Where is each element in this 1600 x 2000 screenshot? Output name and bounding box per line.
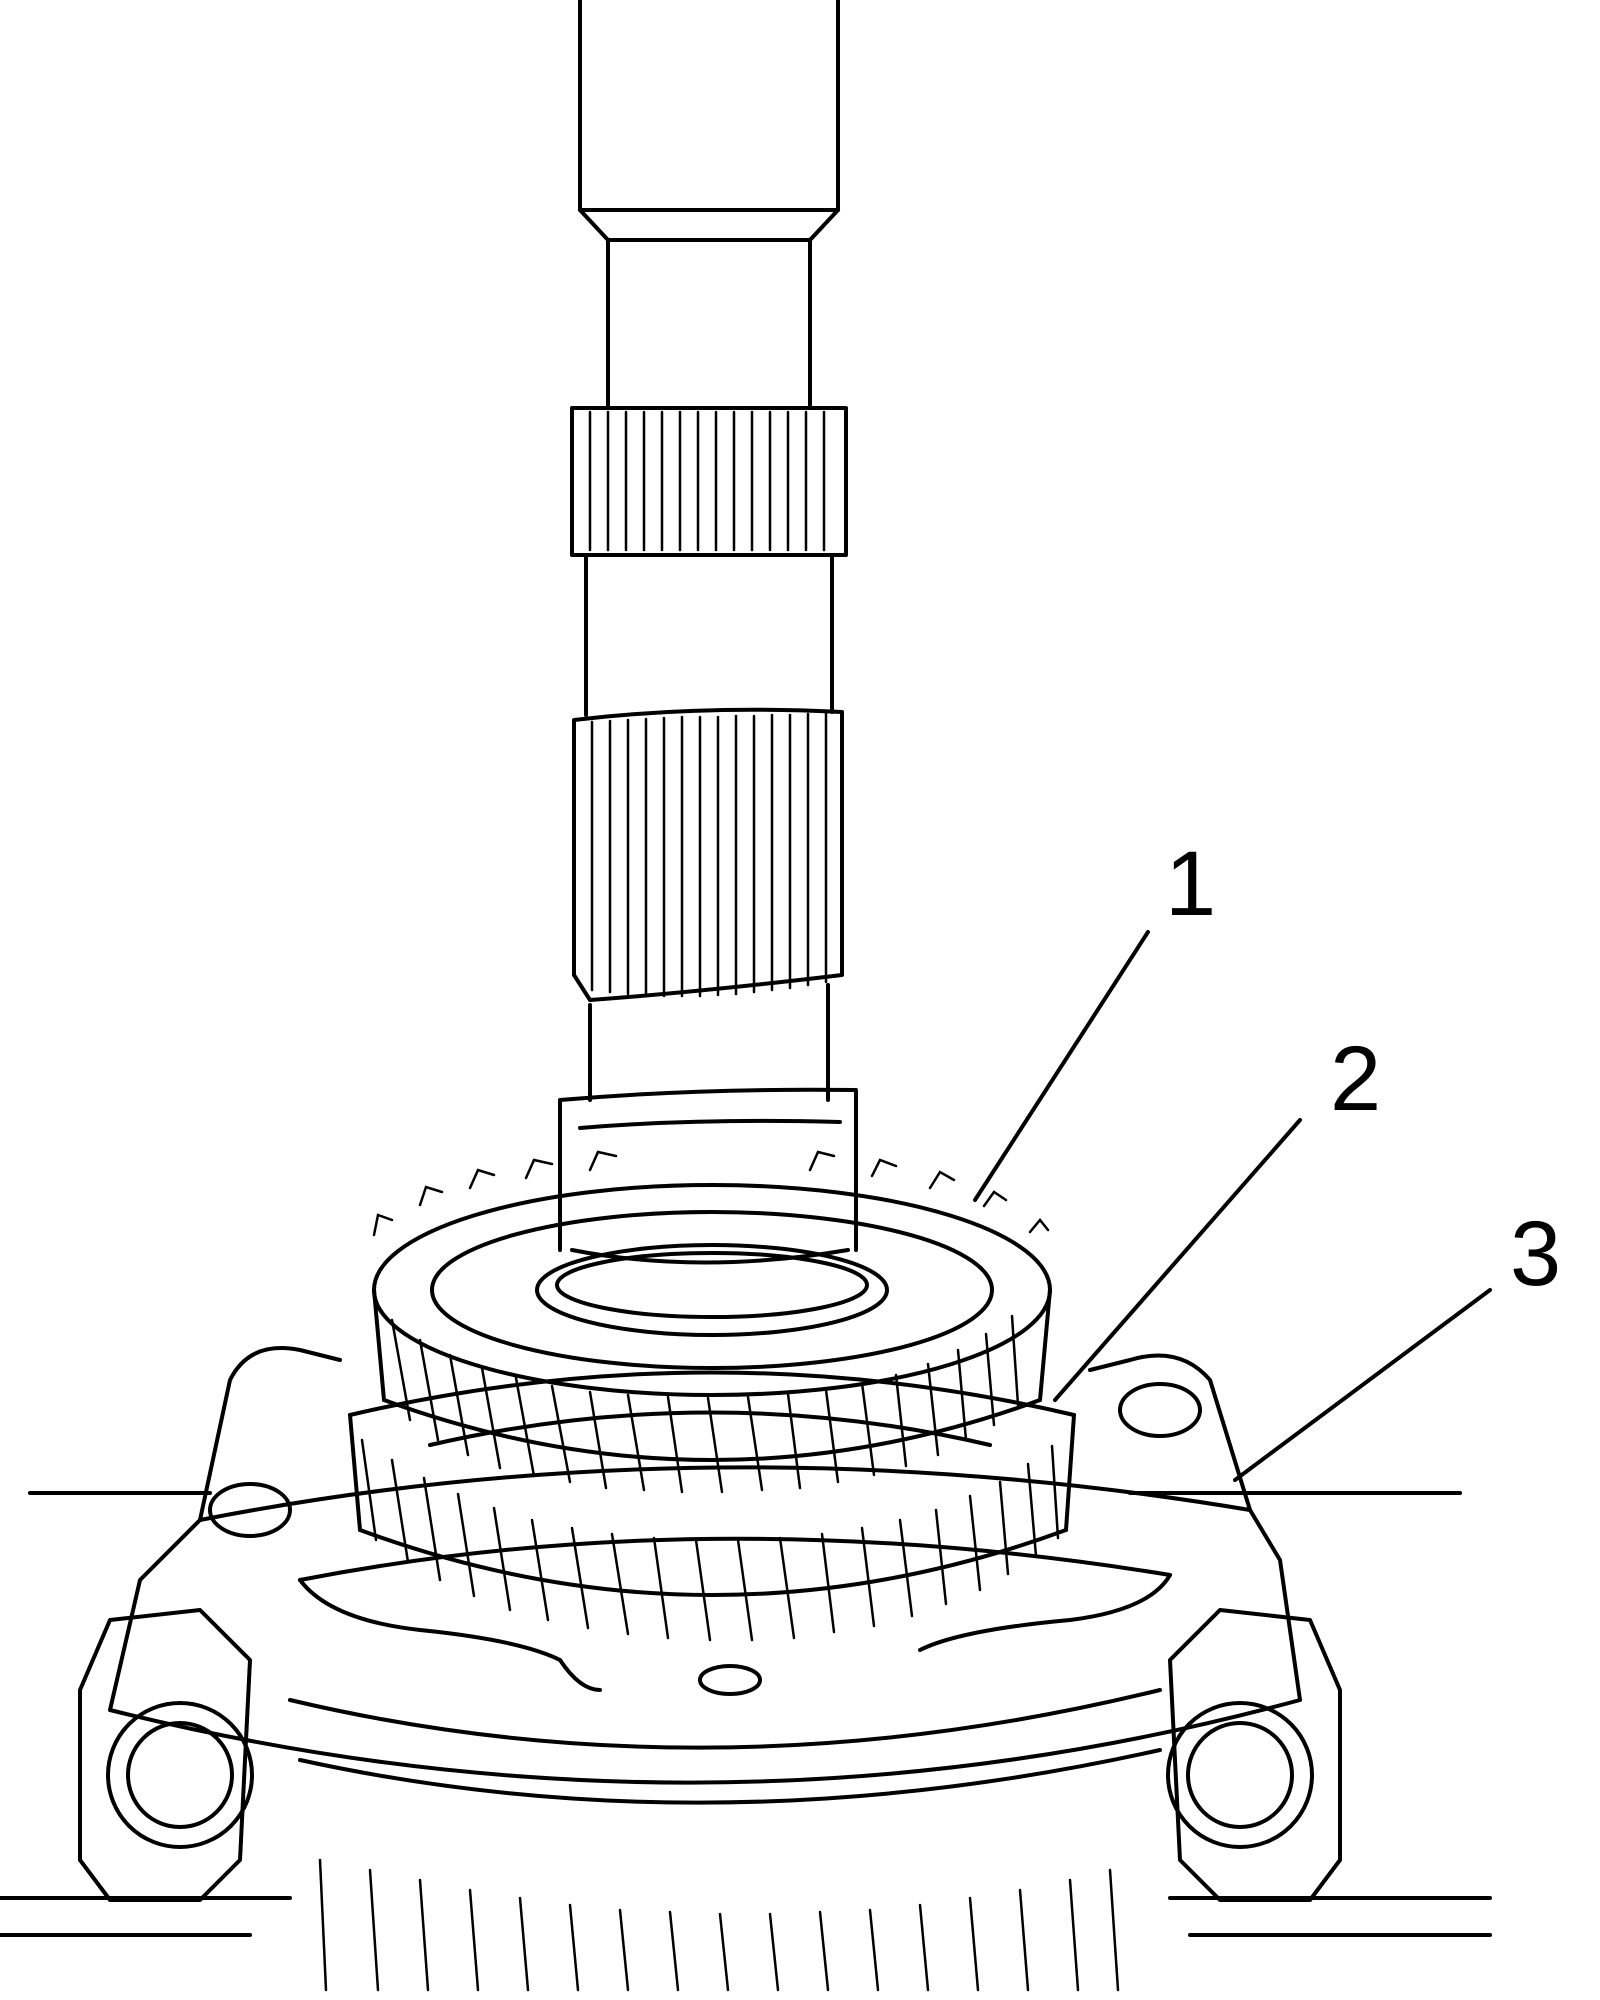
upper-spline [570,406,848,557]
callout-2: 2 [1330,1028,1381,1130]
upper-gear [372,1150,1052,1494]
lower-spline [572,707,844,1002]
sleeve-collar [558,1087,858,1265]
callout-3: 3 [1510,1203,1561,1305]
callout-leaders [973,930,1492,1482]
bearing-separator [0,1346,1492,1992]
leader-line-2 [1053,1118,1302,1402]
right-nut [1166,1608,1342,1902]
leader-line-3 [1233,1288,1492,1482]
main-shaft [558,0,858,1265]
leader-line-1 [973,930,1150,1202]
callout-1: 1 [1165,833,1216,935]
left-nut [78,1608,254,1902]
lower-gear [348,1370,1076,1642]
